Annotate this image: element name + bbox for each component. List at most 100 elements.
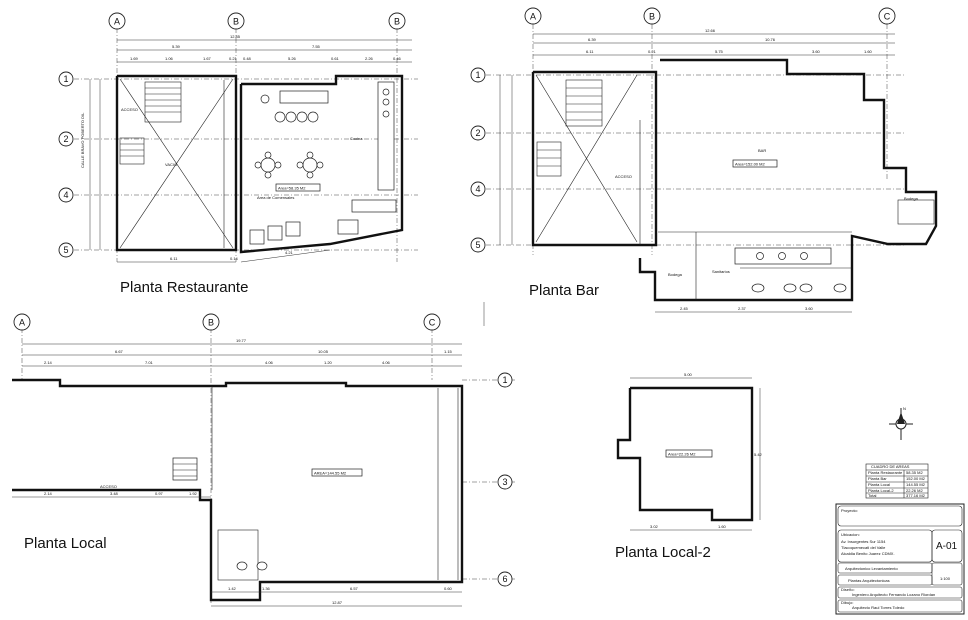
svg-text:C: C: [884, 12, 891, 22]
svg-text:12.66: 12.66: [705, 28, 716, 33]
svg-text:B: B: [649, 12, 655, 22]
grid-bubble-2: 2: [58, 131, 74, 147]
plan-restaurante: A B B 1 2 4 5 12.85 5.39 7.55 1.69 1.06 …: [58, 12, 418, 296]
north-arrow-icon: N: [889, 406, 913, 440]
svg-text:4: 4: [475, 184, 480, 194]
svg-text:1: 1: [475, 70, 480, 80]
svg-text:VACIO: VACIO: [165, 162, 177, 167]
grid-bubble-bar-a: A: [524, 7, 542, 25]
svg-text:0.60: 0.60: [444, 586, 453, 591]
grid-bubble-bar-b: B: [643, 7, 661, 25]
svg-text:5.42: 5.42: [754, 452, 763, 457]
svg-text:1.15: 1.15: [444, 349, 453, 354]
svg-text:ACCESO: ACCESO: [121, 107, 138, 112]
svg-text:0.48: 0.48: [243, 56, 252, 61]
svg-text:1.69: 1.69: [130, 56, 139, 61]
grid-bubble-4: 4: [58, 187, 74, 203]
areas-row: Planta Restaurante 58.35 M2: [866, 469, 928, 475]
svg-text:3: 3: [502, 477, 507, 487]
svg-text:Bodega: Bodega: [668, 272, 683, 277]
svg-text:2.14: 2.14: [44, 360, 53, 365]
svg-text:4.21: 4.21: [285, 250, 294, 255]
plan-title-bar: Planta Bar: [529, 282, 599, 299]
svg-text:6: 6: [502, 574, 507, 584]
svg-text:1.36: 1.36: [262, 586, 271, 591]
svg-text:Tlacoquemecatl del Valle: Tlacoquemecatl del Valle: [841, 545, 886, 550]
svg-text:Bodega: Bodega: [904, 196, 919, 201]
svg-text:2: 2: [475, 128, 480, 138]
grid-bubble-local-a: A: [13, 313, 31, 331]
svg-text:19.77: 19.77: [236, 338, 247, 343]
svg-text:Plantas Arquitectonicas: Plantas Arquitectonicas: [848, 578, 890, 583]
svg-text:5.39: 5.39: [172, 44, 181, 49]
plan-title-local-2: Planta Local-2: [615, 544, 711, 561]
svg-text:6.57: 6.57: [350, 586, 359, 591]
stair-bar: [536, 79, 603, 177]
stair-restaurante: [119, 81, 182, 165]
grid-bubble-local-b: B: [202, 313, 220, 331]
svg-text:1.60: 1.60: [718, 524, 727, 529]
svg-text:2: 2: [63, 134, 68, 144]
svg-text:Ingeniero Arquitecto Fernando: Ingeniero Arquitecto Fernando Lozano Rio…: [852, 592, 935, 597]
svg-text:AREA=144.55 M2: AREA=144.55 M2: [314, 471, 347, 476]
svg-text:0.14: 0.14: [230, 256, 239, 261]
grid-bubble-local-3: 3: [497, 474, 513, 490]
svg-text:Arquitecto Raul Torres Toledo: Arquitecto Raul Torres Toledo: [852, 605, 905, 610]
areas-row: Planta Bar 152.00 M2: [866, 475, 928, 481]
areas-row: Planta Local-2 22.26 M2: [866, 487, 928, 493]
grid-bubble-bar-c: C: [878, 7, 896, 25]
svg-text:Planta Local: Planta Local: [868, 482, 890, 487]
svg-text:BAR: BAR: [758, 148, 766, 153]
svg-text:5.26: 5.26: [288, 56, 297, 61]
svg-text:Area=58.35 M2: Area=58.35 M2: [278, 186, 306, 191]
svg-text:5.75: 5.75: [715, 49, 724, 54]
svg-text:Arquitectonico Levantamiento: Arquitectonico Levantamiento: [845, 566, 898, 571]
svg-text:Area=152.00 M2: Area=152.00 M2: [735, 162, 765, 167]
areas-row: Planta Local 144.55 M2: [866, 481, 928, 487]
sheet-number: A-01: [936, 541, 958, 552]
svg-text:6.11: 6.11: [170, 256, 178, 261]
svg-text:7.01: 7.01: [145, 360, 154, 365]
svg-text:ACCESO: ACCESO: [615, 174, 632, 179]
plan-title-restaurante: Planta Restaurante: [120, 279, 248, 296]
svg-text:Dibujo:: Dibujo:: [841, 600, 853, 605]
svg-text:A: A: [114, 17, 120, 27]
svg-text:2.37: 2.37: [738, 306, 747, 311]
svg-text:1.92: 1.92: [189, 491, 198, 496]
svg-text:4.06: 4.06: [265, 360, 274, 365]
svg-text:2.26: 2.26: [365, 56, 374, 61]
grid-bubble-5: 5: [58, 242, 74, 258]
plan-bar: A B C 1 2 4 5 12.66 6.39 10.76 6.11 0.21…: [470, 7, 938, 313]
plan-title-local: Planta Local: [24, 535, 107, 552]
plan-local-2: 5.00 5.42 Area=22.26 M2 3.02 1.60 Planta…: [615, 372, 763, 561]
svg-text:1.06: 1.06: [165, 56, 174, 61]
svg-text:ACCESO: ACCESO: [100, 484, 117, 489]
svg-text:0.61: 0.61: [331, 56, 340, 61]
svg-text:22.26 M2: 22.26 M2: [906, 488, 923, 493]
svg-text:Planta Restaurante: Planta Restaurante: [868, 470, 903, 475]
svg-text:Alcaldia Benito Juarez CDMX.: Alcaldia Benito Juarez CDMX.: [841, 551, 895, 556]
svg-text:144.55 M2: 144.55 M2: [906, 482, 926, 487]
svg-text:Sanitarios: Sanitarios: [712, 269, 730, 274]
grid-bubble-local-1: 1: [497, 372, 513, 388]
svg-text:10.76: 10.76: [765, 37, 776, 42]
svg-text:58.35 M2: 58.35 M2: [906, 470, 923, 475]
svg-text:3.60: 3.60: [812, 49, 821, 54]
svg-text:A: A: [19, 318, 25, 328]
svg-text:3.48: 3.48: [110, 491, 119, 496]
svg-text:4: 4: [63, 190, 68, 200]
svg-text:CUADRO DE AREAS: CUADRO DE AREAS: [871, 464, 910, 469]
svg-text:4.06: 4.06: [382, 360, 391, 365]
svg-text:152.00 M2: 152.00 M2: [906, 476, 926, 481]
svg-text:1.20: 1.20: [324, 360, 333, 365]
svg-text:1:100: 1:100: [940, 576, 951, 581]
grid-bubble-bar-2: 2: [470, 125, 486, 141]
svg-text:12.85: 12.85: [230, 34, 241, 39]
svg-text:1: 1: [502, 375, 507, 385]
svg-text:Diseño:: Diseño:: [841, 587, 855, 592]
svg-text:Area de Comensales: Area de Comensales: [257, 195, 294, 200]
grid-bubble-b: B: [227, 12, 245, 30]
svg-text:Total: Total: [868, 493, 877, 498]
svg-text:2.45: 2.45: [680, 306, 689, 311]
